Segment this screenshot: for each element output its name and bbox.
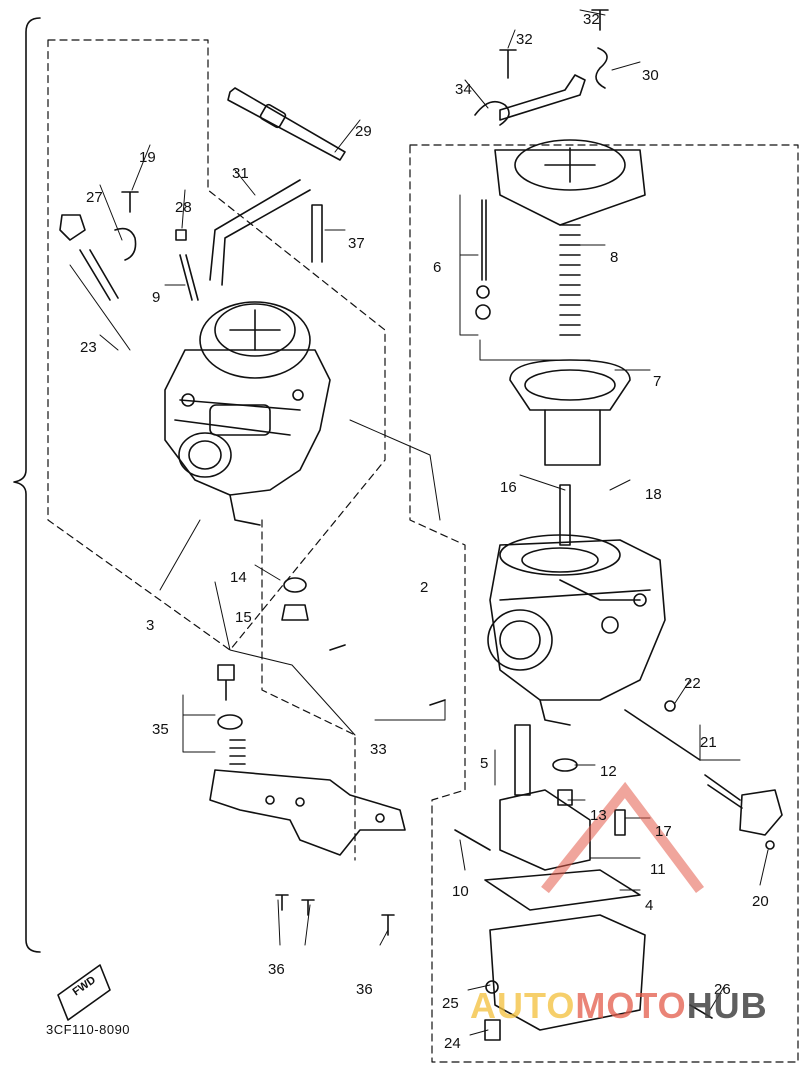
callout-33: 33 [370,741,387,758]
piston-valve [544,409,601,466]
callout-29: 29 [355,123,372,140]
washer-35 [217,714,243,730]
main-jet-15 [281,604,309,621]
spring-8 [559,224,581,336]
screw-26 [689,1004,713,1019]
float-bowl [489,914,646,1031]
screw-36-b [301,899,315,916]
carburetor-right [487,534,666,726]
fwd-arrow-icon [57,964,111,1021]
screw-36-a [275,894,289,911]
carburetor-left [164,301,331,526]
cap-28 [175,229,187,241]
clip-34 [474,100,510,126]
watermark-part1: AUTO [470,985,576,1026]
callout-36: 36 [356,981,373,998]
callout-25: 25 [442,995,459,1012]
callout-13: 13 [590,807,607,824]
needle-jet-16 [559,484,571,546]
screw-36-c [381,914,395,936]
top-cover-assembly [475,74,646,546]
callout-32: 32 [516,31,533,48]
callout-30: 30 [642,67,659,84]
starter-plunger-23 [59,214,119,301]
callout-9: 9 [152,289,160,306]
screw-32-b [499,49,517,79]
callout-2: 2 [420,579,428,596]
pilot-jet-5 [514,724,531,796]
fwd-label: FWD [71,974,98,998]
callout-37: 37 [348,235,365,252]
callout-18: 18 [645,486,662,503]
fuel-line-33 [329,644,446,706]
callout-3: 3 [146,617,154,634]
callout-19: 19 [139,149,156,166]
screw-22 [664,700,676,712]
screw-20 [765,840,775,850]
spring-21 [704,774,743,809]
throttle-cable-bracket [499,74,586,121]
pump-cover-21 [739,789,783,836]
screw-10 [454,829,491,851]
mounting-bracket [209,769,406,856]
clip-27 [114,227,137,261]
callout-12: 12 [600,763,617,780]
watermark-triangle-icon [541,781,704,894]
watermark: AUTOMOTOHUB [470,985,768,1027]
screw-32-a [591,9,609,31]
screw-35 [217,664,235,701]
float-11 [499,789,591,871]
float-needle-17 [614,809,626,836]
washer-14 [283,577,307,593]
callout-15: 15 [235,609,252,626]
callout-5: 5 [480,755,488,772]
callout-14: 14 [230,569,247,586]
callout-31: 31 [232,165,249,182]
spring-35 [229,739,246,765]
callout-27: 27 [86,189,103,206]
spring-30 [595,47,608,89]
vent-tube-29 [227,87,346,161]
hose-31 [209,179,311,286]
plug-24 [484,1019,501,1041]
diaphragm-7 [509,359,631,411]
callout-10: 10 [452,883,469,900]
callout-23: 23 [80,339,97,356]
callout-32: 32 [583,11,600,28]
callout-4: 4 [645,897,653,914]
watermark-part3: HUB [686,985,768,1026]
pump-rod-21 [624,709,701,761]
callout-34: 34 [455,81,472,98]
vent-tube-joint [259,103,287,129]
callout-11: 11 [650,861,666,878]
drain-13 [557,789,573,806]
callout-20: 20 [752,893,769,910]
callout-24: 24 [444,1035,461,1052]
callout-16: 16 [500,479,517,496]
callout-26: 26 [714,981,731,998]
washer-12 [552,758,578,772]
screw-19 [121,191,139,213]
screw-25 [485,980,499,994]
callout-36: 36 [268,961,285,978]
callout-8: 8 [610,249,618,266]
callout-35: 35 [152,721,169,738]
assembly-bracket [13,17,41,953]
jet-needle-6 [481,199,487,281]
callout-22: 22 [684,675,701,692]
part-code: 3CF110-8090 [46,1022,131,1037]
group-boundary-33 [261,519,356,861]
group-boundary-3 [47,39,386,651]
callout-28: 28 [175,199,192,216]
pilot-screw-9 [179,254,199,301]
callout-21: 21 [700,734,717,751]
callout-7: 7 [653,373,661,390]
callout-17: 17 [655,823,672,840]
watermark-part2: MOTO [575,985,687,1026]
tube-37 [311,204,323,263]
group-boundary-2 [409,144,799,1063]
callout-6: 6 [433,259,441,276]
